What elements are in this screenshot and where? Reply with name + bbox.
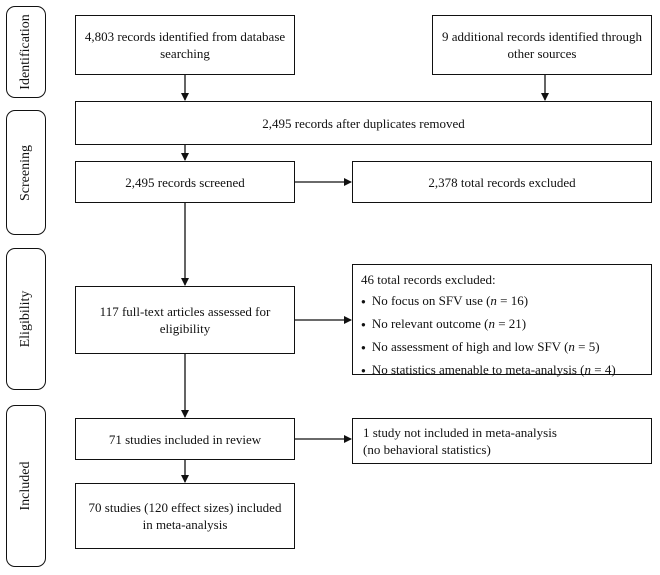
duplicates-removed-text: 2,495 records after duplicates removed [262, 115, 465, 131]
stage-eligibility: Eligibility [6, 248, 46, 390]
fulltext-excluded-title: 46 total records excluded: [361, 272, 496, 287]
other-sources-box: 9 additional records identified through … [432, 15, 652, 75]
database-search-box: 4,803 records identified from database s… [75, 15, 295, 75]
exclusion-reason: No assessment of high and low SFV (n = 5… [361, 338, 643, 357]
stage-identification: Identification [6, 6, 46, 98]
fulltext-assessed-box: 117 full-text articles assessed for elig… [75, 286, 295, 354]
exclusion-reason: No focus on SFV use (n = 16) [361, 292, 643, 311]
fulltext-excluded-box: 46 total records excluded: No focus on S… [352, 264, 652, 377]
included-review-text: 71 studies included in review [108, 431, 262, 447]
other-sources-text: 9 additional records identified through … [441, 29, 642, 61]
included-meta-text: 70 studies (120 effect sizes) included i… [88, 500, 282, 532]
not-in-meta-line2: (no behavioral statistics) [363, 442, 491, 457]
records-excluded-text: 2,378 total records excluded [428, 174, 576, 190]
stage-screening: Screening [6, 110, 46, 235]
not-in-meta-line1: 1 study not included in meta-analysis [363, 425, 557, 440]
exclusion-reason: No relevant outcome (n = 21) [361, 315, 643, 334]
records-screened-box: 2,495 records screened [75, 161, 295, 203]
included-meta-box: 70 studies (120 effect sizes) included i… [75, 483, 295, 549]
exclusion-reason: No statistics amenable to meta-analysis … [361, 361, 643, 380]
exclusion-reasons-list: No focus on SFV use (n = 16) No relevant… [361, 292, 643, 380]
database-search-text: 4,803 records identified from database s… [84, 29, 286, 61]
records-excluded-box: 2,378 total records excluded [352, 161, 652, 203]
records-screened-text: 2,495 records screened [125, 174, 245, 190]
fulltext-assessed-text: 117 full-text articles assessed for elig… [99, 304, 271, 336]
stage-included: Included [6, 405, 46, 567]
not-in-meta-box: 1 study not included in meta-analysis (n… [352, 418, 652, 464]
duplicates-removed-box: 2,495 records after duplicates removed [75, 101, 652, 145]
included-review-box: 71 studies included in review [75, 418, 295, 460]
